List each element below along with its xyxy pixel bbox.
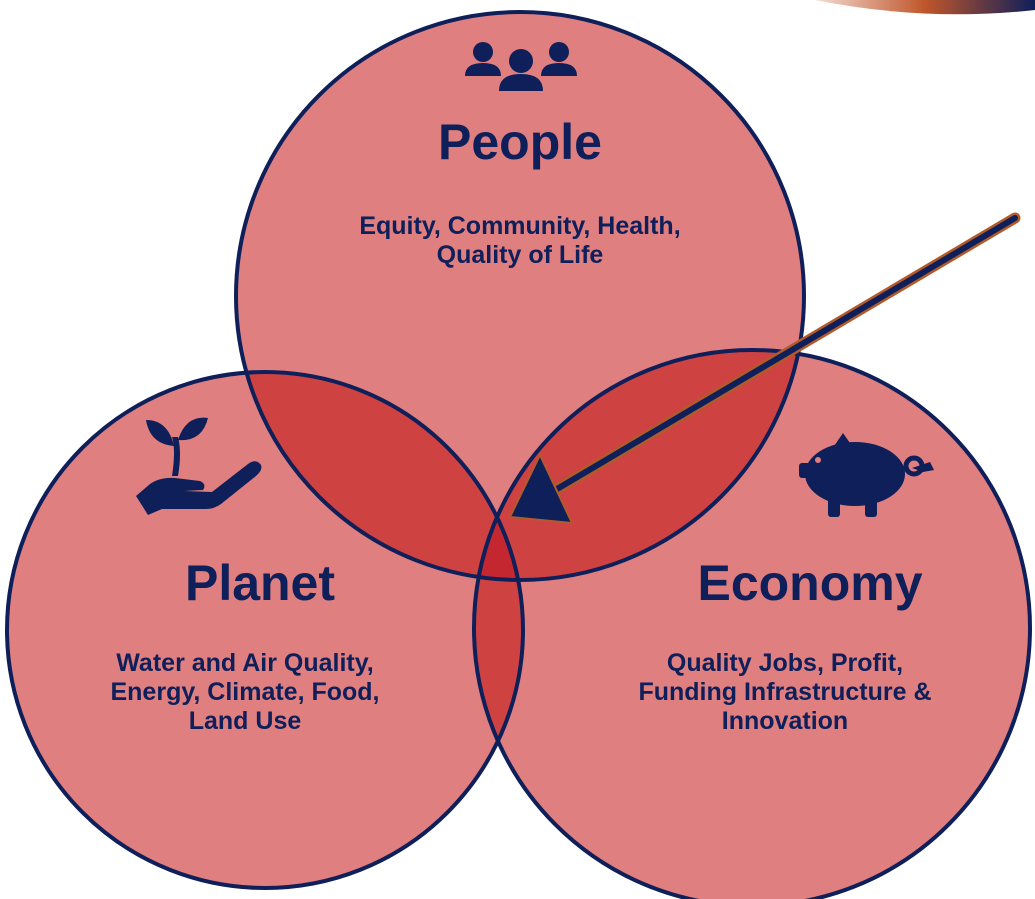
people-planet-overlap [236, 372, 523, 580]
people-economy-overlap [474, 350, 804, 580]
planet-circle-outline [5, 370, 525, 890]
economy-circle-outline [472, 348, 1032, 899]
corner-decoration [815, 0, 1035, 15]
people-title: People [438, 114, 602, 170]
center-pointer-arrow [508, 212, 1021, 525]
people-description: Equity, Community, Health, Quality of Li… [359, 212, 681, 269]
economy-title: Economy [697, 555, 923, 611]
planet-description: Water and Air Quality, Energy, Climate, … [110, 649, 380, 735]
economy-description: Quality Jobs, Profit, Funding Infrastruc… [638, 649, 932, 735]
piggy-bank-icon [799, 433, 934, 517]
planet-title: Planet [184, 555, 336, 611]
hand-sprout-icon [136, 417, 262, 515]
people-group-icon [465, 42, 577, 91]
